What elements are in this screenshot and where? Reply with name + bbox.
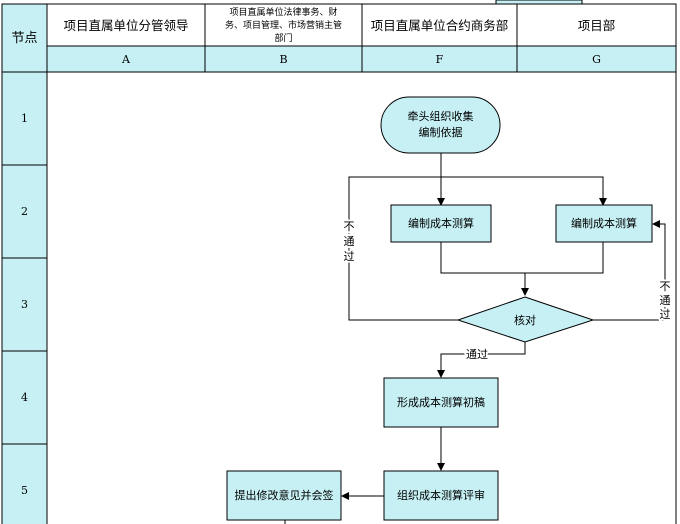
column-code-g: G <box>592 53 601 66</box>
edge-reject-left <box>348 176 458 321</box>
review-text: 核对 <box>514 313 536 327</box>
calc-g-text: 编制成本测算 <box>571 216 637 230</box>
row-label-3: 3 <box>21 298 28 311</box>
calc-f-text: 编制成本测算 <box>408 216 474 230</box>
pass-label: 通过 <box>466 348 488 361</box>
start-text-line2: 编制依据 <box>419 125 463 139</box>
edge-calc-g-to-merge <box>525 242 604 274</box>
row-label-4: 4 <box>21 391 28 404</box>
column-title-f: 项目直属单位合约商务部 <box>371 18 509 33</box>
edge-pass-to-draft <box>437 342 526 378</box>
column-title-a: 项目直属单位分管领导 <box>63 18 188 33</box>
evaluate-text: 组织成本测算评审 <box>397 488 485 502</box>
edge-start-to-calc-g <box>441 176 607 206</box>
reject-left-char-3: 过 <box>344 250 355 263</box>
node-column-header: 节点 <box>11 31 37 46</box>
header-grid <box>1 0 677 73</box>
reject-left-char-2: 通 <box>344 235 355 248</box>
edge-reject-right <box>593 220 666 321</box>
opinion-text: 提出修改意见并会签 <box>235 488 334 502</box>
edge-calc-f-to-merge <box>440 242 525 274</box>
opinion-box[interactable] <box>226 470 342 521</box>
column-code-f: F <box>436 53 444 66</box>
reject-right-char-2: 通 <box>660 294 671 307</box>
calc-box-g[interactable] <box>555 204 653 243</box>
start-terminator[interactable] <box>380 96 501 154</box>
column-title-b-line1: 项目直属单位法律事务、财 <box>229 6 337 18</box>
evaluate-box[interactable] <box>383 470 499 521</box>
reject-left-char-1: 不 <box>344 220 355 233</box>
reject-right-char-3: 过 <box>660 308 671 321</box>
connectors <box>284 153 666 524</box>
start-text-line1: 牵头组织收集 <box>408 109 474 123</box>
row-label-2: 2 <box>21 205 28 218</box>
column-code-a: A <box>121 53 131 66</box>
draft-text: 形成成本测算初稿 <box>397 395 485 409</box>
column-title-g: 项目部 <box>578 18 616 33</box>
reject-right-char-1: 不 <box>660 280 671 293</box>
body-grid <box>1 71 677 524</box>
calc-box-f[interactable] <box>390 204 492 243</box>
column-title-b-line3: 部门 <box>274 32 292 44</box>
column-title-b-line2: 务、项目管理、市场营销主管 <box>225 19 342 31</box>
review-diamond[interactable] <box>456 296 595 343</box>
row-label-1: 1 <box>21 112 28 125</box>
column-code-b: B <box>279 53 287 66</box>
draft-box[interactable] <box>383 377 499 428</box>
shapes <box>226 96 653 521</box>
row-label-5: 5 <box>21 484 28 497</box>
